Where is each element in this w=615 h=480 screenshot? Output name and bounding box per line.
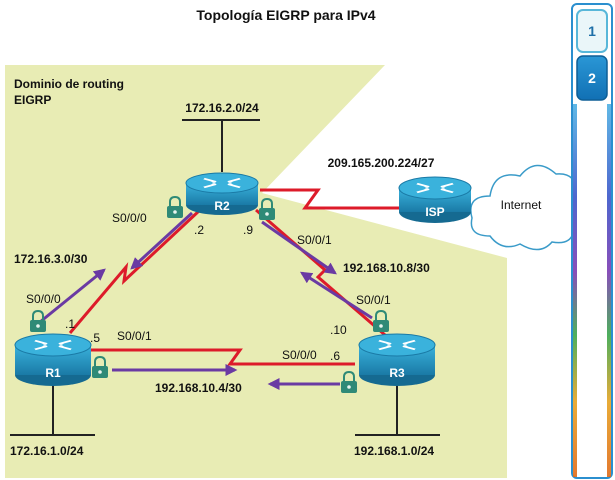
cloud-label: Internet <box>501 198 542 212</box>
tab-2[interactable]: 2 <box>576 55 608 101</box>
interface-r3-s000: S0/0/0 <box>282 348 317 362</box>
internet-cloud: Internet <box>470 164 584 251</box>
router-r3[interactable]: R3 <box>358 333 436 386</box>
page-title: Topología EIGRP para IPv4 <box>196 7 375 23</box>
network-r2-r3: 192.168.10.8/30 <box>343 261 430 275</box>
router-isp[interactable]: ISP <box>398 176 472 223</box>
arrow-r2-to-r1 <box>130 211 194 270</box>
network-r3-lan: 192.168.1.0/24 <box>354 444 434 458</box>
link-r2-isp <box>260 188 400 210</box>
router-r2[interactable]: R2 <box>185 172 259 215</box>
interface-r3-s001: S0/0/1 <box>356 293 391 307</box>
link-r1-r3 <box>90 348 355 366</box>
router-arrows-icon <box>34 339 72 351</box>
network-r2-lan: 172.16.2.0/24 <box>185 101 259 115</box>
link-r1-r2 <box>68 208 202 334</box>
hostid-r3-top: .10 <box>330 323 347 337</box>
slide-nav-panel: 1 2 <box>571 3 613 479</box>
hostid-r1-top: .1 <box>65 317 75 331</box>
interface-r2-s001: S0/0/1 <box>297 233 332 247</box>
eigrp-domain-area <box>5 65 507 478</box>
router-r1[interactable]: R1 <box>14 333 92 386</box>
arrow-r3-to-r2 <box>299 271 373 320</box>
router-arrows-icon <box>203 177 241 189</box>
router-isp-label: ISP <box>425 205 444 219</box>
router-r2-label: R2 <box>214 199 230 213</box>
hostid-r1-right: .5 <box>90 331 100 345</box>
network-r1-lan: 172.16.1.0/24 <box>10 444 84 458</box>
router-arrows-icon <box>416 182 454 194</box>
network-r1-r2: 172.16.3.0/30 <box>14 252 88 266</box>
arrow-r1-to-r2 <box>39 268 106 324</box>
interface-r2-s000: S0/0/0 <box>112 211 147 225</box>
domain-label-line2: EIGRP <box>14 93 51 107</box>
auth-arrows <box>39 211 373 390</box>
hostid-r2-left: .2 <box>194 223 204 237</box>
interface-r1-s001: S0/0/1 <box>117 329 152 343</box>
router-r3-label: R3 <box>389 366 405 380</box>
network-r1-r3: 192.168.10.4/30 <box>155 381 242 395</box>
tab-2-label: 2 <box>588 70 596 86</box>
hostid-r2-right: .9 <box>243 223 253 237</box>
tab-1[interactable]: 1 <box>576 9 608 53</box>
network-isp-link: 209.165.200.224/27 <box>328 156 435 170</box>
router-arrows-icon <box>378 339 416 351</box>
interface-r1-s000: S0/0/0 <box>26 292 61 306</box>
hostid-r3-left: .6 <box>330 349 340 363</box>
lan-segments <box>10 119 440 436</box>
tab-1-label: 1 <box>588 23 596 39</box>
arrow-r2-to-r3 <box>261 220 337 275</box>
router-r1-label: R1 <box>45 366 61 380</box>
domain-label-line1: Dominio de routing <box>14 77 124 91</box>
